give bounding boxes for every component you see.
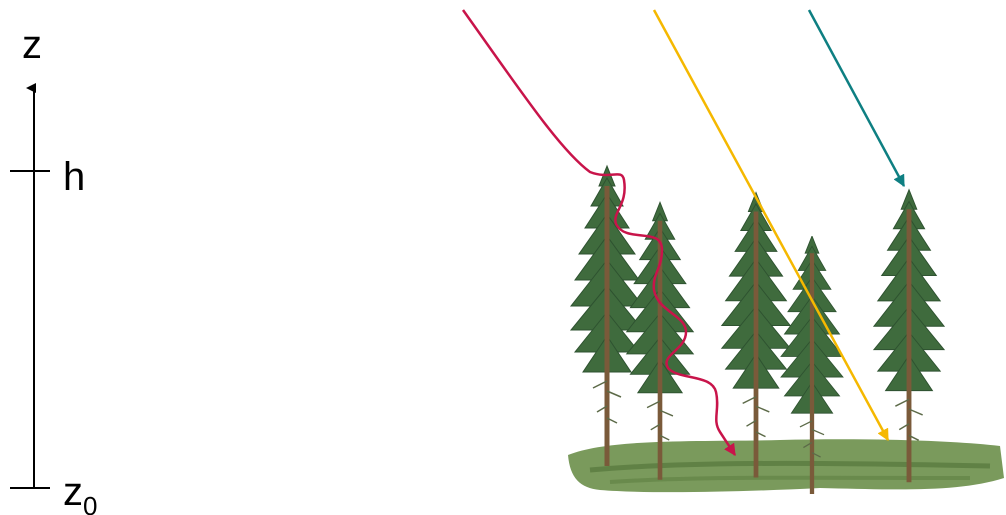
axis-label-z0-base: z bbox=[63, 470, 83, 514]
tree-5 bbox=[874, 190, 944, 483]
axis-label-h: h bbox=[63, 155, 85, 199]
axis-label-z0: z0 bbox=[63, 470, 97, 515]
tree-3 bbox=[722, 193, 790, 478]
axis-label-z: z bbox=[22, 23, 42, 67]
ground bbox=[568, 439, 1004, 492]
axis-label-z0-subscript: 0 bbox=[83, 491, 97, 515]
ray-intercepted-by-canopy bbox=[809, 10, 904, 186]
height-axis: z h z0 bbox=[10, 23, 97, 515]
radiation-rays bbox=[463, 10, 904, 455]
tree-1 bbox=[571, 166, 643, 466]
